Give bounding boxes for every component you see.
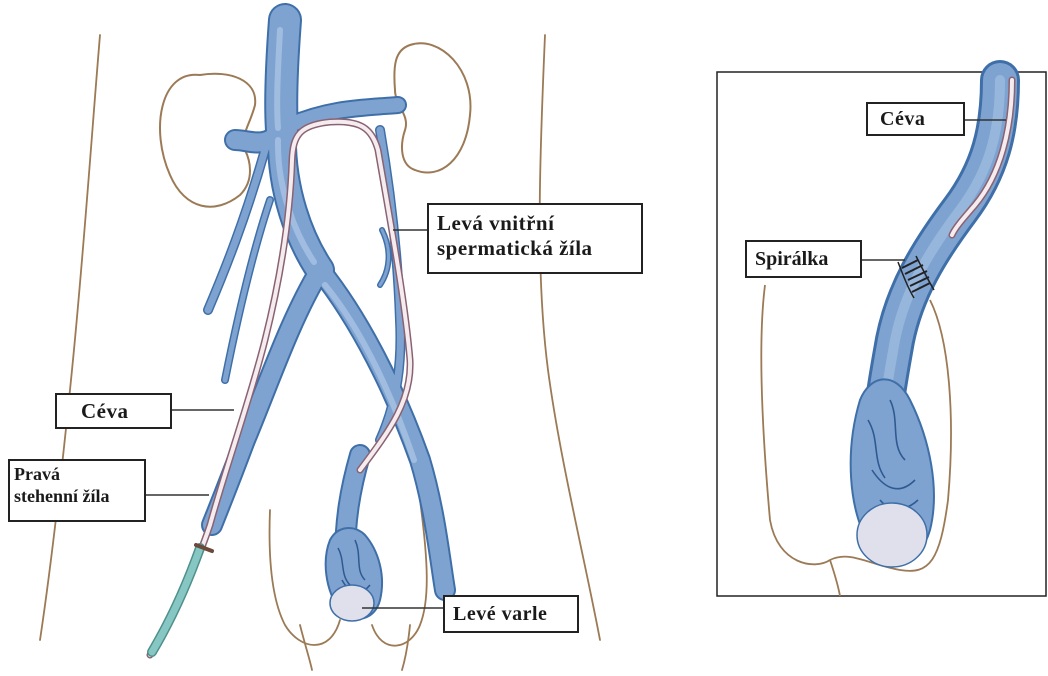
label-line: Spirálka: [755, 247, 860, 271]
label-right-femoral-vein: Pravá stehenní žíla: [8, 459, 146, 522]
sheath: [152, 545, 212, 652]
pampiniform-plexus: [326, 528, 382, 621]
label-line: stehenní žíla: [14, 486, 144, 508]
left-testis-shape: [330, 585, 374, 621]
label-left-testis: Levé varle: [443, 595, 579, 633]
label-left-spermatic-vein: Levá vnitřní spermatická žíla: [427, 203, 643, 274]
label-line: Céva: [880, 107, 963, 131]
inset-testis-shape: [857, 503, 927, 567]
label-line: spermatická žíla: [437, 236, 641, 261]
label-vessel-main: Céva: [55, 393, 172, 429]
label-coil: Spirálka: [745, 240, 862, 278]
label-line: Levá vnitřní: [437, 211, 641, 236]
label-line: Pravá: [14, 464, 144, 486]
label-line: Levé varle: [453, 602, 577, 626]
label-vessel-inset: Céva: [866, 102, 965, 136]
body-outline: [40, 35, 600, 670]
label-line: Céva: [81, 399, 170, 424]
